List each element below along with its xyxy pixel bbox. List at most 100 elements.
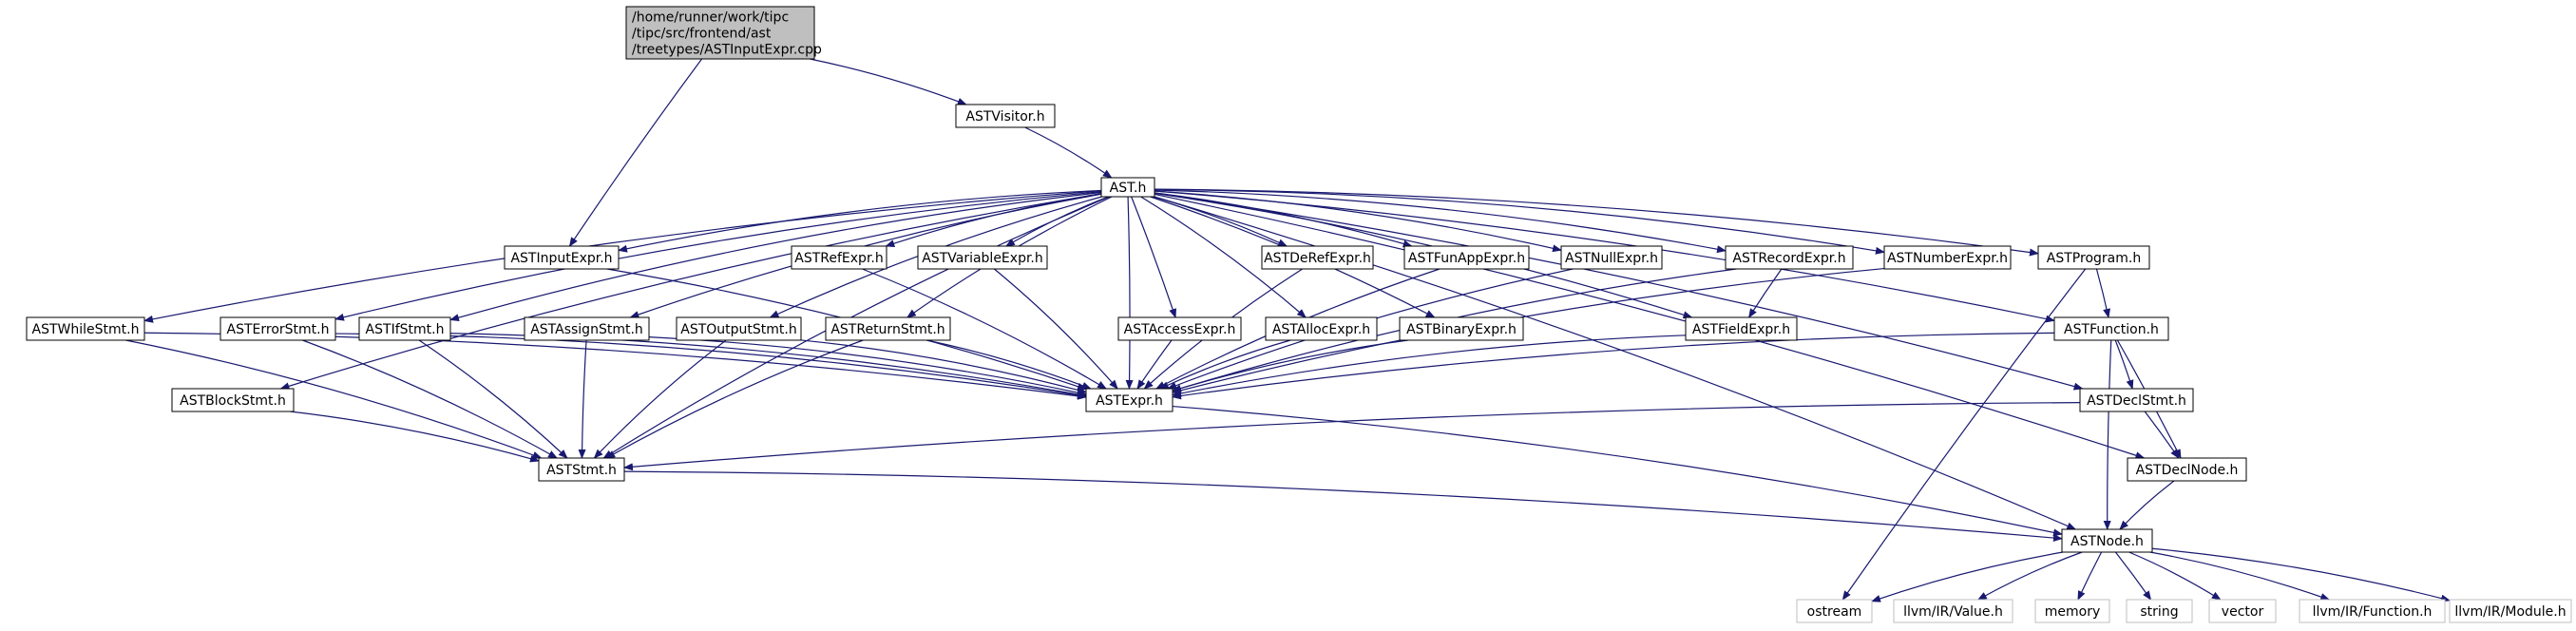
edge-astprogram-to-ostream <box>1841 268 2087 601</box>
node-astrecord-expr[interactable]: ASTRecordExpr.h <box>1725 245 1854 270</box>
node-astnode[interactable]: ASTNode.h <box>2061 528 2153 553</box>
node-label: ASTOutputStmt.h <box>680 322 796 337</box>
edge-asterror-stmt-to-astexpr <box>334 333 1087 399</box>
node-label: llvm/IR/Value.h <box>1903 604 2003 620</box>
node-label: ASTVisitor.h <box>965 109 1044 124</box>
node-astwhile-stmt[interactable]: ASTWhileStmt.h <box>26 316 145 341</box>
node-ast[interactable]: AST.h <box>1100 177 1155 198</box>
edge-astfunction-to-astnode <box>2103 339 2112 530</box>
node-label: ASTErrorStmt.h <box>227 322 330 337</box>
node-box <box>1685 316 1798 341</box>
node-label: ASTWhileStmt.h <box>32 322 140 337</box>
node-astnull-expr[interactable]: ASTNullExpr.h <box>1560 245 1663 270</box>
node-box <box>917 245 1048 270</box>
node-label: ASTAssignStmt.h <box>530 322 643 337</box>
edge-astfield-expr-to-astexpr <box>1172 335 1687 397</box>
node-box <box>2126 599 2193 623</box>
nodes: /home/runner/work/tipc/tipc/src/frontend… <box>26 6 2572 623</box>
node-label: ostream <box>1807 604 1862 620</box>
node-astreturn-stmt[interactable]: ASTReturnStmt.h <box>825 316 951 341</box>
edge-ast-to-asterror-stmt <box>334 191 1102 321</box>
node-box <box>26 316 145 341</box>
edge-ast-to-astif-stmt <box>449 191 1102 322</box>
edge-astnode-to-vector <box>2128 551 2222 601</box>
edge-root-to-astvisitor <box>810 58 967 105</box>
node-label: /treetypes/ASTInputExpr.cpp <box>632 43 822 58</box>
edge-astif-stmt-to-aststmt <box>418 339 568 459</box>
edge-astdecl-node-to-astnode <box>2119 480 2175 530</box>
node-astvisitor[interactable]: ASTVisitor.h <box>955 104 1056 128</box>
node-box <box>1100 177 1155 198</box>
node-astref-expr[interactable]: ASTRefExpr.h <box>791 245 887 270</box>
node-label: llvm/IR/Module.h <box>2454 604 2566 620</box>
edge-astassign-stmt-to-astexpr <box>648 336 1087 397</box>
edge-astdecl-stmt-to-astdecl-node <box>2144 411 2180 459</box>
node-box <box>171 388 295 412</box>
node-label: string <box>2140 604 2178 620</box>
node-box <box>1725 245 1854 270</box>
edge-asterror-stmt-to-aststmt <box>302 339 558 459</box>
node-astbinary-expr[interactable]: ASTBinaryExpr.h <box>1399 316 1524 341</box>
node-box <box>791 245 887 270</box>
node-module[interactable]: llvm/IR/Module.h <box>2449 599 2572 623</box>
node-box <box>955 104 1056 128</box>
node-astprogram[interactable]: ASTProgram.h <box>2037 245 2150 270</box>
node-box <box>676 316 802 341</box>
node-box <box>1560 245 1663 270</box>
node-astdecl-node[interactable]: ASTDeclNode.h <box>2127 457 2247 482</box>
node-astassign-stmt[interactable]: ASTAssignStmt.h <box>524 316 650 341</box>
edge-astif-stmt-to-astexpr <box>449 333 1087 398</box>
node-astfunction[interactable]: ASTFunction.h <box>2053 316 2169 341</box>
edge-ast-to-astinput-expr <box>618 189 1102 253</box>
node-label: ASTNode.h <box>2070 534 2144 549</box>
edge-astbinary-expr-to-astexpr <box>1172 339 1409 392</box>
node-label: ASTNullExpr.h <box>1565 251 1658 266</box>
node-astfun-app-expr[interactable]: ASTFunAppExpr.h <box>1403 245 1530 270</box>
node-label: ASTAllocExpr.h <box>1272 322 1370 337</box>
edge-astfunction-to-astexpr <box>1172 332 2055 400</box>
edge-ast-to-astdecl-stmt <box>1154 192 2084 391</box>
node-astnumber-expr[interactable]: ASTNumberExpr.h <box>1883 245 2012 270</box>
node-astinput-expr[interactable]: ASTInputExpr.h <box>504 245 620 270</box>
node-label: /tipc/src/frontend/ast <box>632 27 772 42</box>
node-astdecl-stmt[interactable]: ASTDeclStmt.h <box>2079 388 2194 412</box>
node-box <box>1403 245 1530 270</box>
node-box <box>625 6 815 60</box>
edge-ast-to-astexpr <box>1125 196 1134 390</box>
edge-astoutput-stmt-to-aststmt <box>593 339 727 459</box>
node-ostream[interactable]: ostream <box>1796 599 1873 623</box>
node-astif-stmt[interactable]: ASTIfStmt.h <box>358 316 451 341</box>
edge-astnumber-expr-to-astexpr <box>1172 267 1885 394</box>
node-asterror-stmt[interactable]: ASTErrorStmt.h <box>219 316 336 341</box>
node-astoutput-stmt[interactable]: ASTOutputStmt.h <box>676 316 802 341</box>
node-astfield-expr[interactable]: ASTFieldExpr.h <box>1685 316 1798 341</box>
node-label: ASTFunAppExpr.h <box>1408 251 1525 266</box>
node-vector[interactable]: vector <box>2208 599 2277 623</box>
node-aststmt[interactable]: ASTStmt.h <box>538 457 625 482</box>
node-astblock-stmt[interactable]: ASTBlockStmt.h <box>171 388 295 412</box>
node-function[interactable]: llvm/IR/Function.h <box>2299 599 2446 623</box>
node-label: AST.h <box>1110 181 1147 196</box>
node-memory[interactable]: memory <box>2034 599 2110 623</box>
edge-astnode-to-string <box>2114 551 2152 601</box>
node-box <box>1399 316 1524 341</box>
node-box <box>1796 599 1873 623</box>
node-astalloc-expr[interactable]: ASTAllocExpr.h <box>1265 316 1378 341</box>
edge-astrecord-expr-to-astfield-expr <box>1748 268 1783 318</box>
node-astexpr[interactable]: ASTExpr.h <box>1085 388 1174 412</box>
edge-astblock-stmt-to-aststmt <box>290 411 540 463</box>
edge-aststmt-to-astnode <box>623 470 2063 542</box>
node-astaccess-expr[interactable]: ASTAccessExpr.h <box>1117 316 1242 341</box>
node-label: ASTBlockStmt.h <box>180 393 286 409</box>
edge-astfunction-to-astdecl-stmt <box>2114 339 2134 390</box>
edge-astvisitor-to-ast <box>1024 126 1113 179</box>
node-astvariable-expr[interactable]: ASTVariableExpr.h <box>917 245 1048 270</box>
node-box <box>219 316 336 341</box>
node-value[interactable]: llvm/IR/Value.h <box>1893 599 2013 623</box>
node-astde-ref-expr[interactable]: ASTDeRefExpr.h <box>1261 245 1374 270</box>
node-label: ASTFieldExpr.h <box>1692 322 1790 337</box>
edge-astreturn-stmt-to-astexpr <box>926 339 1092 390</box>
edge-ast-to-astalloc-expr <box>1140 196 1307 318</box>
node-label: ASTAccessExpr.h <box>1124 322 1236 337</box>
node-string[interactable]: string <box>2126 599 2193 623</box>
